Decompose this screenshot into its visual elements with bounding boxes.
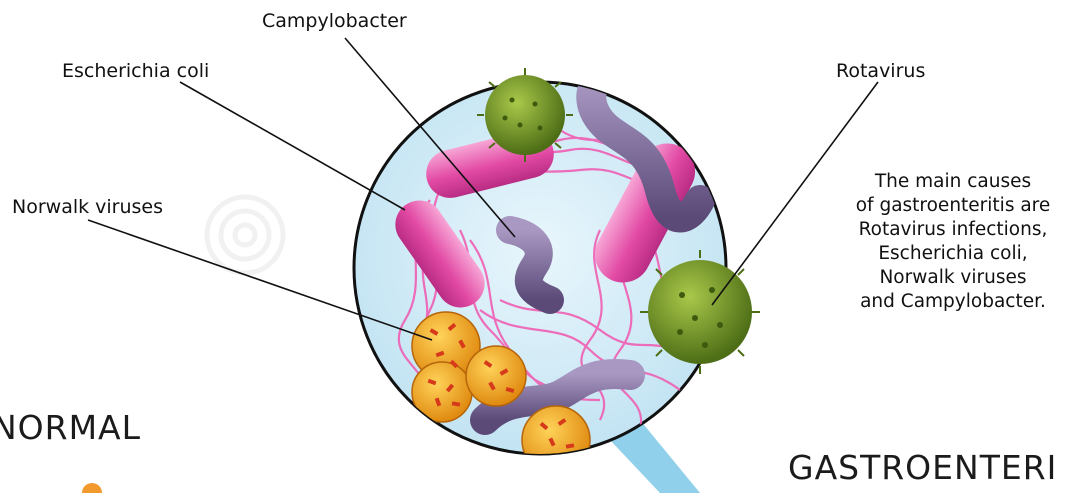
heading-normal: NORMAL	[0, 408, 141, 447]
label-escherichia-coli: Escherichia coli	[62, 60, 209, 82]
orange-decoration	[82, 483, 102, 493]
description-line: of gastroenteritis are	[828, 194, 1078, 218]
watermark	[207, 197, 283, 273]
label-campylobacter: Campylobacter	[262, 10, 407, 32]
heading-gastroenteritis: GASTROENTERI	[788, 448, 1057, 487]
label-norwalk-viruses: Norwalk viruses	[12, 196, 163, 218]
description-line: Norwalk viruses	[828, 266, 1078, 290]
description-line: Rotavirus infections,	[828, 218, 1078, 242]
causes-description: The main causes of gastroenteritis are R…	[828, 170, 1078, 314]
description-line: The main causes	[828, 170, 1078, 194]
description-line: and Campylobacter.	[828, 290, 1078, 314]
description-line: Escherichia coli,	[828, 242, 1078, 266]
label-rotavirus: Rotavirus	[836, 60, 925, 82]
